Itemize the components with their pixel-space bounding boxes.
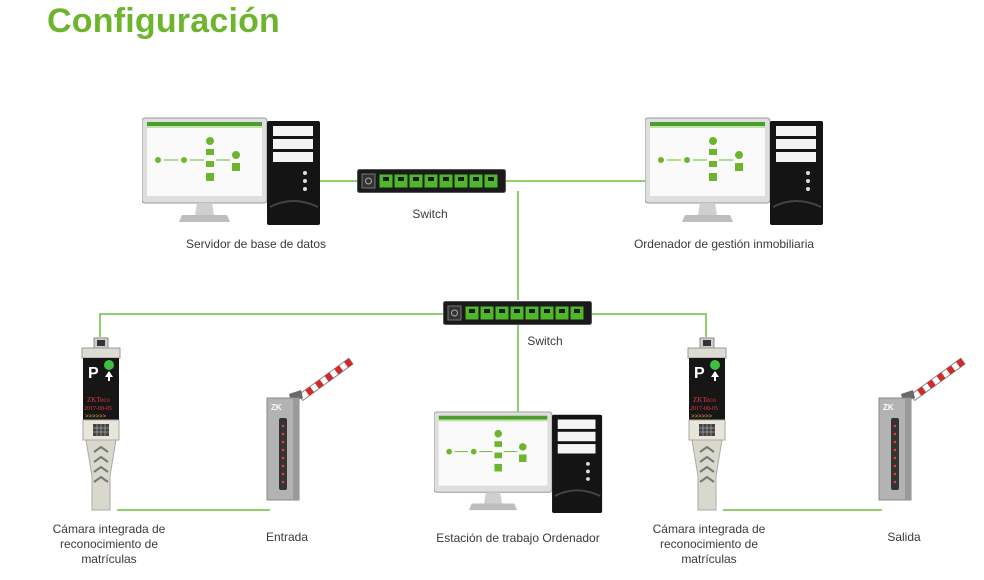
camera-right-label: Cámara integrada de reconocimiento de ma… (634, 522, 784, 567)
camera-right-label-line1: Cámara integrada de (652, 522, 766, 536)
link-switch-camera-left (99, 313, 444, 337)
camera-right-label-line3: matrículas (681, 552, 737, 566)
date-text: 2017-08-05 (84, 406, 112, 412)
brand-text: ZKTeco (87, 396, 110, 404)
switch-mid-label: Switch (527, 334, 563, 348)
workstation-label: Estación de trabajo Ordenador (436, 531, 600, 545)
svg-text:P: P (88, 365, 99, 382)
camera-left-label: Cámara integrada de reconocimiento de ma… (34, 522, 184, 567)
computer-icon (645, 117, 823, 225)
svg-text:>>>>>>: >>>>>> (85, 414, 107, 420)
lpr-camera-icon: P ZKTeco 2017-08-05 >>>>>> (81, 337, 121, 511)
brand-text: ZKTeco (693, 396, 716, 404)
switch-top-label: Switch (412, 207, 448, 221)
property-pc-label: Ordenador de gestión inmobiliaria (633, 237, 815, 251)
camera-left-label-line2: reconocimiento de (59, 537, 159, 551)
computer-icon (142, 117, 320, 225)
entrance-label: Entrada (265, 530, 309, 544)
svg-text:ZK: ZK (883, 403, 894, 412)
camera-right-label-line2: reconocimiento de (659, 537, 759, 551)
link-switch-camera-right (591, 313, 707, 337)
computer-icon (434, 411, 603, 513)
svg-text:>>>>>>: >>>>>> (691, 414, 713, 420)
exit-label: Salida (887, 530, 921, 544)
barrier-gate-icon: ZK (266, 357, 354, 501)
network-switch-icon (357, 169, 506, 193)
page-title: Configuración (47, 2, 281, 40)
svg-text:ZK: ZK (271, 403, 282, 412)
camera-left-label-line1: Cámara integrada de (52, 522, 166, 536)
db-server-label: Servidor de base de datos (185, 237, 327, 251)
date-text: 2017-08-05 (690, 406, 718, 412)
svg-text:P: P (694, 365, 705, 382)
camera-left-label-line3: matrículas (81, 552, 137, 566)
lpr-camera-icon: P ZKTeco 2017-08-05 >>>>>> (687, 337, 727, 511)
network-switch-icon (443, 301, 592, 325)
barrier-gate-icon: ZK (878, 357, 966, 501)
